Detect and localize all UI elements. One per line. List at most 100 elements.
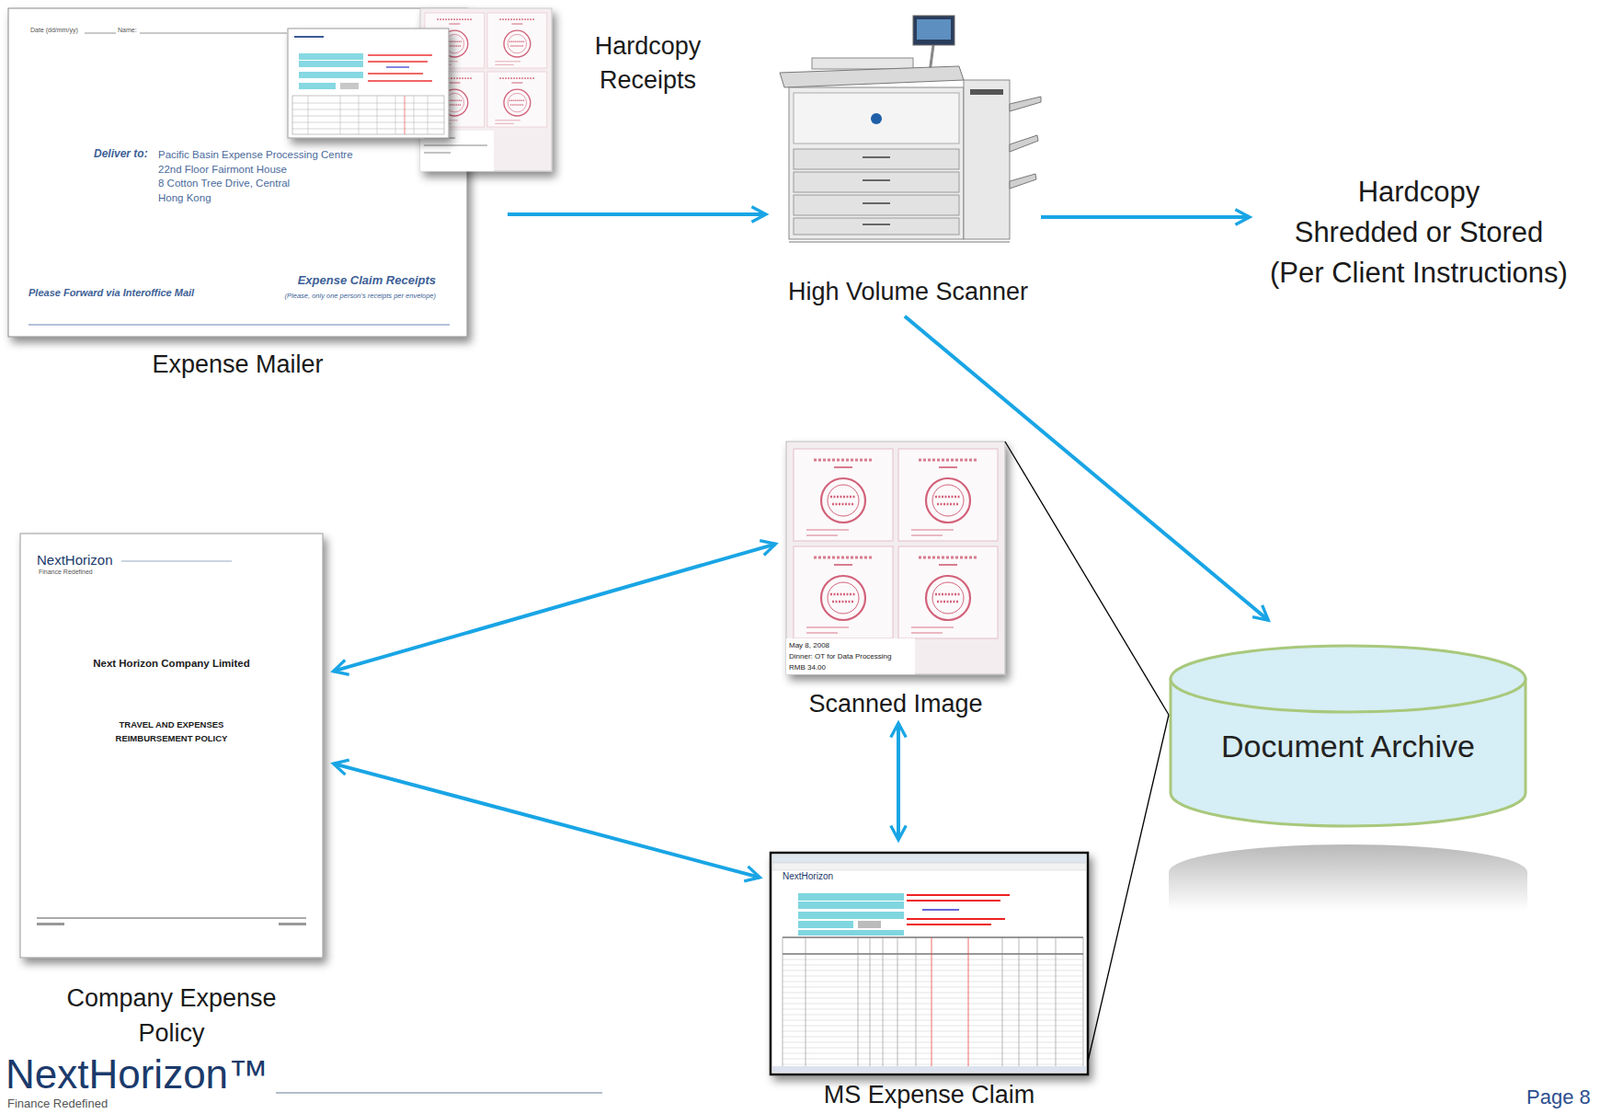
flow-arrow: [904, 316, 1269, 621]
address-heading: Deliver to:: [93, 148, 149, 161]
document-subtitle: TRAVEL AND EXPENSES REIMBURSEMENT POLICY: [109, 717, 234, 745]
illustration-part: [340, 82, 359, 90]
illustration-part: [898, 546, 998, 639]
illustration-part: [782, 937, 1084, 1066]
illustration-part: [798, 920, 854, 928]
illustration-part: [278, 922, 307, 926]
illustration-part: [811, 57, 914, 69]
logo-text: NextHorizon: [782, 870, 834, 882]
policy-document: NextHorizonFinance RedefinedNext Horizon…: [20, 533, 323, 1054]
envelope-title: Expense Claim Receipts: [297, 274, 436, 288]
hardcopy-outcome: HardcopyShredded or Stored(Per Client In…: [1262, 171, 1576, 298]
illustration-part: [782, 937, 1084, 954]
illustration-part: [1009, 173, 1037, 189]
scanned-image: May 8, 2008Dinner: OT for Data Processin…: [786, 441, 1006, 723]
illustration-part: [298, 82, 336, 90]
illustration-part: [386, 66, 410, 68]
illustration-part: [898, 448, 998, 541]
illustration-part: [798, 929, 904, 936]
archive-cylinder: Document Archive: [1168, 643, 1528, 828]
illustration-part: [1009, 135, 1039, 152]
flow-arrow: [507, 212, 766, 217]
receipt-note: May 8, 2008: [788, 640, 830, 650]
illustration-part: [298, 53, 364, 60]
illustration-part: [28, 323, 450, 325]
illustration-part: [786, 638, 915, 675]
illustration-part: [922, 908, 960, 911]
document-title: Next Horizon Company Limited: [20, 657, 323, 670]
illustration-part: [931, 937, 969, 1066]
illustration-part: [793, 194, 960, 216]
archive-reflection: [1168, 844, 1528, 911]
illustration-part: [798, 892, 904, 901]
receipt-note: Dinner: OT for Data Processing: [788, 651, 892, 661]
illustration-part: [793, 92, 960, 144]
illustration-part: [772, 862, 1086, 870]
address-line: 8 Cotton Tree Drive, Central: [158, 177, 290, 190]
hardcopy-receipts-picture: [287, 8, 552, 172]
flow-arrow: [333, 543, 777, 671]
page-number: Page 8: [1526, 1085, 1591, 1109]
footer-rule: [275, 1091, 603, 1094]
illustration-part: [20, 533, 323, 958]
scanner-picture: [779, 15, 1041, 242]
illustration-part: [84, 33, 287, 35]
illustration-part: [36, 922, 65, 926]
illustration-part: [294, 35, 324, 38]
illustration-part: [36, 917, 307, 919]
envelope-note: (Please, only one person's receipts per …: [285, 292, 436, 301]
illustration-part: [793, 148, 960, 170]
address-line: 22nd Floor Fairmont House: [158, 163, 287, 176]
receipt-note: RMB 34.00: [788, 662, 826, 672]
illustration-part: [423, 137, 488, 153]
policy-document-picture: [20, 533, 323, 958]
illustration-part: [772, 1065, 1086, 1073]
illustration-part: [298, 71, 364, 79]
mail-note: Please Forward via Interoffice Mail: [28, 286, 195, 299]
illustration-part: [487, 71, 548, 127]
caption: Company Expense Policy: [56, 980, 287, 1051]
picture-label: Hardcopy Receipts: [590, 29, 706, 98]
illustration-part: [487, 12, 548, 69]
illustration-part: [870, 113, 882, 125]
illustration-part: [793, 546, 893, 639]
address-line: Pacific Basin Expense Processing Centre: [158, 148, 354, 161]
outcome-text: Shredded or Stored: [1262, 212, 1576, 253]
illustration-part: [1168, 844, 1528, 911]
flow-arrow: [1040, 215, 1250, 219]
caption: High Volume Scanner: [775, 277, 1041, 307]
caption: Scanned Image: [786, 689, 1006, 719]
illustration-part: [121, 560, 232, 562]
bracket-line: [1005, 441, 1169, 715]
address-line: Hong Kong: [158, 192, 212, 205]
spreadsheet-picture: [770, 852, 1088, 1075]
illustration-part: [798, 911, 904, 919]
illustration-part: [782, 959, 1084, 1064]
illustration-part: [798, 901, 904, 909]
caption: Expense Mailer: [8, 350, 468, 379]
illustration-part: [772, 854, 1086, 863]
illustration-part: [404, 95, 406, 135]
illustration-part: [770, 852, 1088, 1075]
scanner: High Volume Scanner: [775, 15, 1041, 311]
form-field-label: Name:: [117, 26, 138, 35]
logo-tagline: Finance Redefined: [38, 568, 93, 576]
illustration-part: [298, 60, 364, 68]
flow-arrow: [896, 722, 901, 840]
scanned-image-picture: [786, 441, 1006, 675]
illustration-part: [367, 55, 433, 81]
illustration-part: [916, 19, 951, 40]
outcome-text: Hardcopy: [1262, 171, 1576, 213]
illustration-part: [292, 95, 445, 135]
illustration-part: [8, 8, 468, 337]
expense-mailer: Date (dd/mm/yy) Name: Deliver to: Pacific B…: [8, 8, 468, 384]
illustration-part: [970, 89, 1004, 95]
illustration-part: [292, 95, 445, 135]
form-field-label: Date (dd/mm/yy): [30, 26, 79, 35]
illustration-part: [788, 87, 964, 240]
illustration-part: [1009, 96, 1041, 112]
illustration-part: [786, 441, 1006, 675]
logo-tagline: Finance Redefined: [7, 1097, 108, 1111]
illustration-part: [906, 894, 1010, 925]
